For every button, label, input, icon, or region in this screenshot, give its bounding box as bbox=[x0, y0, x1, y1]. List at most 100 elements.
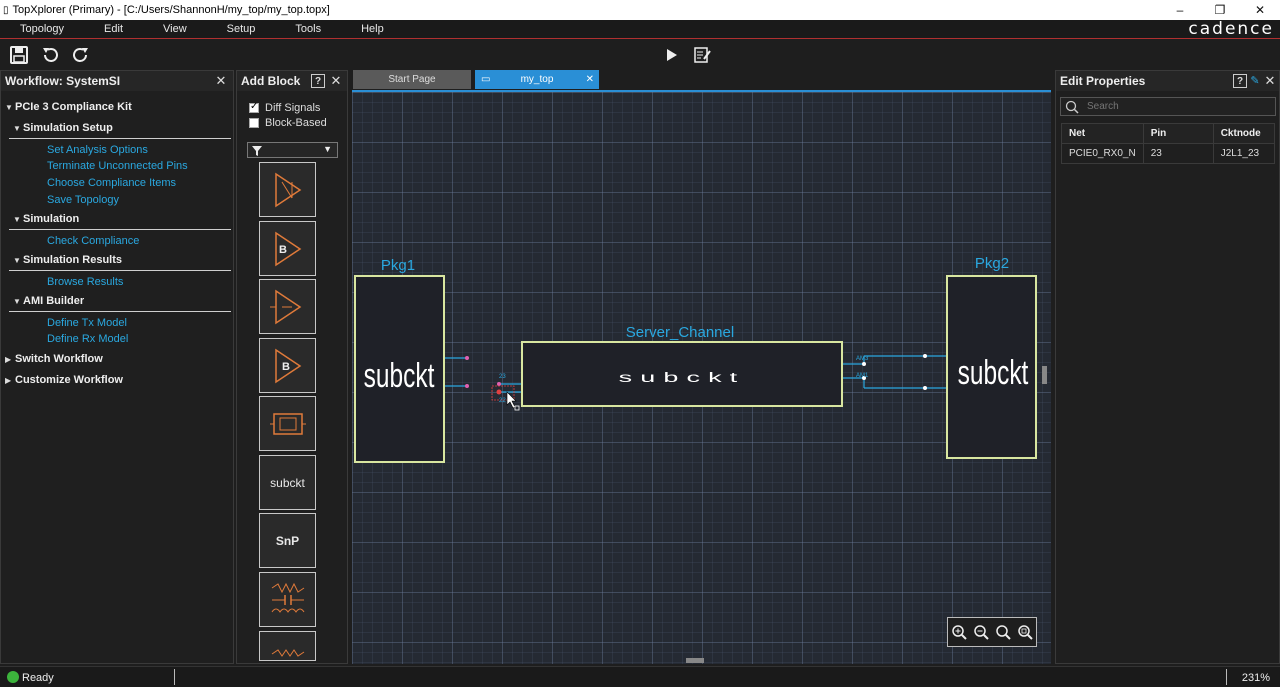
block-based-checkbox[interactable]: Block-Based bbox=[249, 117, 327, 129]
tab-my-top[interactable]: ▭ my_top ✕ bbox=[475, 70, 599, 89]
block-b-label: B bbox=[282, 361, 290, 373]
receiver-icon bbox=[269, 289, 301, 324]
report-icon[interactable] bbox=[691, 44, 713, 66]
pin-dot[interactable] bbox=[923, 386, 927, 390]
run-icon[interactable] bbox=[661, 44, 683, 66]
link-choose-compliance-items[interactable]: Choose Compliance Items bbox=[47, 177, 177, 189]
link-browse-results[interactable]: Browse Results bbox=[47, 276, 124, 288]
toolbar bbox=[0, 40, 1280, 70]
column-header-cktnode[interactable]: Cktnode bbox=[1212, 123, 1276, 144]
edit-properties-header: Edit Properties ? ✎ ✕ bbox=[1056, 71, 1279, 91]
save-icon[interactable] bbox=[8, 44, 30, 66]
channel-block[interactable] bbox=[521, 341, 843, 407]
expanded-icon: ▼ bbox=[5, 103, 13, 112]
block-component[interactable] bbox=[259, 396, 316, 451]
pin-dot[interactable] bbox=[497, 382, 501, 386]
tree-switch-workflow[interactable]: ▶Switch Workflow bbox=[5, 353, 103, 365]
tree-kit[interactable]: ▼PCIe 3 Compliance Kit bbox=[5, 101, 132, 113]
link-define-tx-model[interactable]: Define Tx Model bbox=[47, 317, 127, 329]
tree-customize-workflow[interactable]: ▶Customize Workflow bbox=[5, 374, 123, 386]
status-ready-icon bbox=[7, 671, 19, 683]
close-icon[interactable]: ✕ bbox=[585, 74, 594, 85]
tree-ami-builder[interactable]: ▼AMI Builder bbox=[13, 295, 85, 307]
link-terminate-unconnected-pins[interactable]: Terminate Unconnected Pins bbox=[47, 160, 188, 172]
menu-edit[interactable]: Edit bbox=[104, 23, 124, 35]
undo-icon[interactable] bbox=[39, 44, 61, 66]
zoom-out-icon[interactable] bbox=[973, 624, 989, 640]
schematic-tab-icon: ▭ bbox=[481, 74, 491, 85]
pin-label: 22 bbox=[499, 398, 506, 404]
filter-dropdown[interactable]: ▼ bbox=[247, 142, 338, 158]
workflow-title: Workflow: SystemSI bbox=[5, 74, 121, 88]
column-header-pin[interactable]: Pin bbox=[1142, 123, 1214, 144]
pin-dot[interactable] bbox=[862, 376, 866, 380]
close-icon[interactable]: ✕ bbox=[215, 73, 227, 88]
tree-simulation[interactable]: ▼Simulation bbox=[13, 213, 80, 225]
tree-simulation-results[interactable]: ▼Simulation Results bbox=[13, 254, 123, 266]
pin-dot[interactable] bbox=[465, 384, 469, 388]
pin-dot-selected[interactable] bbox=[496, 389, 502, 395]
block-subckt[interactable]: subckt bbox=[259, 455, 316, 510]
menu-tools[interactable]: Tools bbox=[295, 23, 322, 35]
add-block-title: Add Block bbox=[241, 74, 301, 88]
channel-label: Server_Channel bbox=[626, 324, 734, 341]
menu-help[interactable]: Help bbox=[361, 23, 384, 35]
pin-label: AM1 bbox=[856, 373, 869, 379]
menu-setup[interactable]: Setup bbox=[226, 23, 256, 35]
menu-bar: Topology Edit View Setup Tools Help cade… bbox=[0, 20, 1280, 39]
pin-dot[interactable] bbox=[465, 356, 469, 360]
pkg2-body-text: subckt bbox=[958, 354, 1029, 392]
properties-search[interactable] bbox=[1060, 97, 1276, 116]
help-icon[interactable]: ? bbox=[311, 74, 325, 88]
minimize-button[interactable]: – bbox=[1176, 3, 1184, 17]
zoom-level: 231% bbox=[1241, 672, 1270, 684]
tree-simulation-setup[interactable]: ▼Simulation Setup bbox=[13, 122, 113, 134]
horizontal-scroll-handle[interactable] bbox=[686, 658, 704, 663]
pkg1-body-text: subckt bbox=[364, 357, 435, 395]
pin-dot[interactable] bbox=[923, 354, 927, 358]
search-input[interactable] bbox=[1087, 101, 1267, 112]
pin-icon[interactable]: ✎ bbox=[1250, 75, 1260, 87]
pkg1-block[interactable] bbox=[354, 275, 445, 463]
block-snp[interactable]: SnP bbox=[259, 513, 316, 568]
expanded-icon: ▼ bbox=[13, 215, 21, 224]
close-icon[interactable]: ✕ bbox=[330, 73, 342, 88]
zoom-fit-icon[interactable] bbox=[995, 624, 1011, 640]
block-transmitter[interactable] bbox=[259, 162, 316, 217]
pkg2-block[interactable] bbox=[946, 275, 1037, 459]
link-save-topology[interactable]: Save Topology bbox=[47, 194, 119, 206]
section-divider bbox=[9, 311, 231, 312]
link-define-rx-model[interactable]: Define Rx Model bbox=[47, 333, 129, 345]
collapsed-icon: ▶ bbox=[5, 355, 12, 364]
help-icon[interactable]: ? bbox=[1233, 74, 1247, 88]
link-check-compliance[interactable]: Check Compliance bbox=[47, 235, 140, 247]
block-receiver[interactable] bbox=[259, 279, 316, 334]
schematic-canvas[interactable]: 23 22 AM3 AM1 Pkg1 subckt Server_Channel… bbox=[352, 90, 1051, 664]
app-icon: ▯ bbox=[3, 4, 9, 16]
close-icon[interactable]: ✕ bbox=[1264, 73, 1276, 88]
pin-label: AM3 bbox=[856, 356, 869, 362]
link-set-analysis-options[interactable]: Set Analysis Options bbox=[47, 144, 148, 156]
block-transmitter-b[interactable]: B bbox=[259, 221, 316, 276]
column-header-net[interactable]: Net bbox=[1061, 123, 1144, 144]
cell-cktnode: J2L1_23 bbox=[1212, 143, 1276, 164]
pkg1-label: Pkg1 bbox=[381, 257, 415, 274]
collapsed-icon: ▶ bbox=[5, 376, 12, 385]
redo-icon[interactable] bbox=[70, 44, 92, 66]
zoom-area-icon[interactable] bbox=[1017, 624, 1033, 640]
menu-view[interactable]: View bbox=[163, 23, 187, 35]
block-resistor[interactable] bbox=[259, 631, 316, 661]
vertical-scroll-handle[interactable] bbox=[1042, 366, 1047, 384]
diff-signals-checkbox[interactable]: Diff Signals bbox=[249, 101, 320, 114]
transmitter-icon bbox=[274, 172, 301, 207]
maximize-button[interactable]: ❐ bbox=[1214, 3, 1226, 17]
zoom-in-icon[interactable] bbox=[951, 624, 967, 640]
tab-start-page[interactable]: Start Page bbox=[353, 70, 471, 89]
table-row[interactable]: PCIE0_RX0_N 23 J2L1_23 bbox=[1061, 143, 1276, 164]
menu-topology[interactable]: Topology bbox=[20, 23, 65, 35]
block-rlc[interactable] bbox=[259, 572, 316, 627]
pin-dot[interactable] bbox=[862, 362, 866, 366]
block-receiver-b[interactable]: B bbox=[259, 338, 316, 393]
close-window-button[interactable]: ✕ bbox=[1254, 3, 1266, 17]
